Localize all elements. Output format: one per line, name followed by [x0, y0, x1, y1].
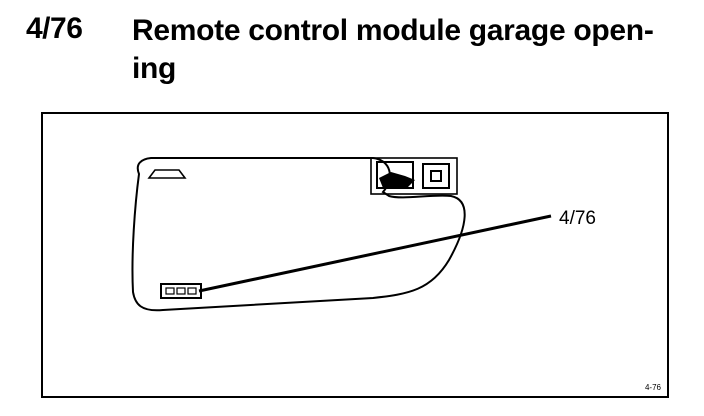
mirror-clip: [379, 172, 415, 188]
remote-button-3: [187, 287, 197, 295]
switch-housing: [422, 163, 450, 189]
component-title: Remote control module garage open- ing: [132, 12, 692, 88]
remote-button-2: [176, 287, 186, 295]
visor-outline: [131, 157, 466, 312]
mirror-housing: [370, 157, 458, 195]
remote-button-1: [165, 287, 175, 295]
callout-label: 4/76: [559, 208, 596, 229]
illustration-frame: 4/76 4-76: [41, 112, 669, 398]
visor-notch: [147, 169, 187, 179]
switch-button: [430, 170, 442, 182]
title-line-1: Remote control module garage open-: [132, 14, 654, 47]
component-code: 4/76: [26, 12, 83, 45]
title-line-2: ing: [132, 52, 177, 85]
callout-leader-line: [198, 214, 552, 293]
sun-visor-illustration: [131, 157, 552, 312]
remote-module: [160, 283, 202, 299]
section-header: 4/76 Remote control module garage open- …: [0, 0, 704, 100]
figure-id: 4-76: [644, 383, 661, 392]
